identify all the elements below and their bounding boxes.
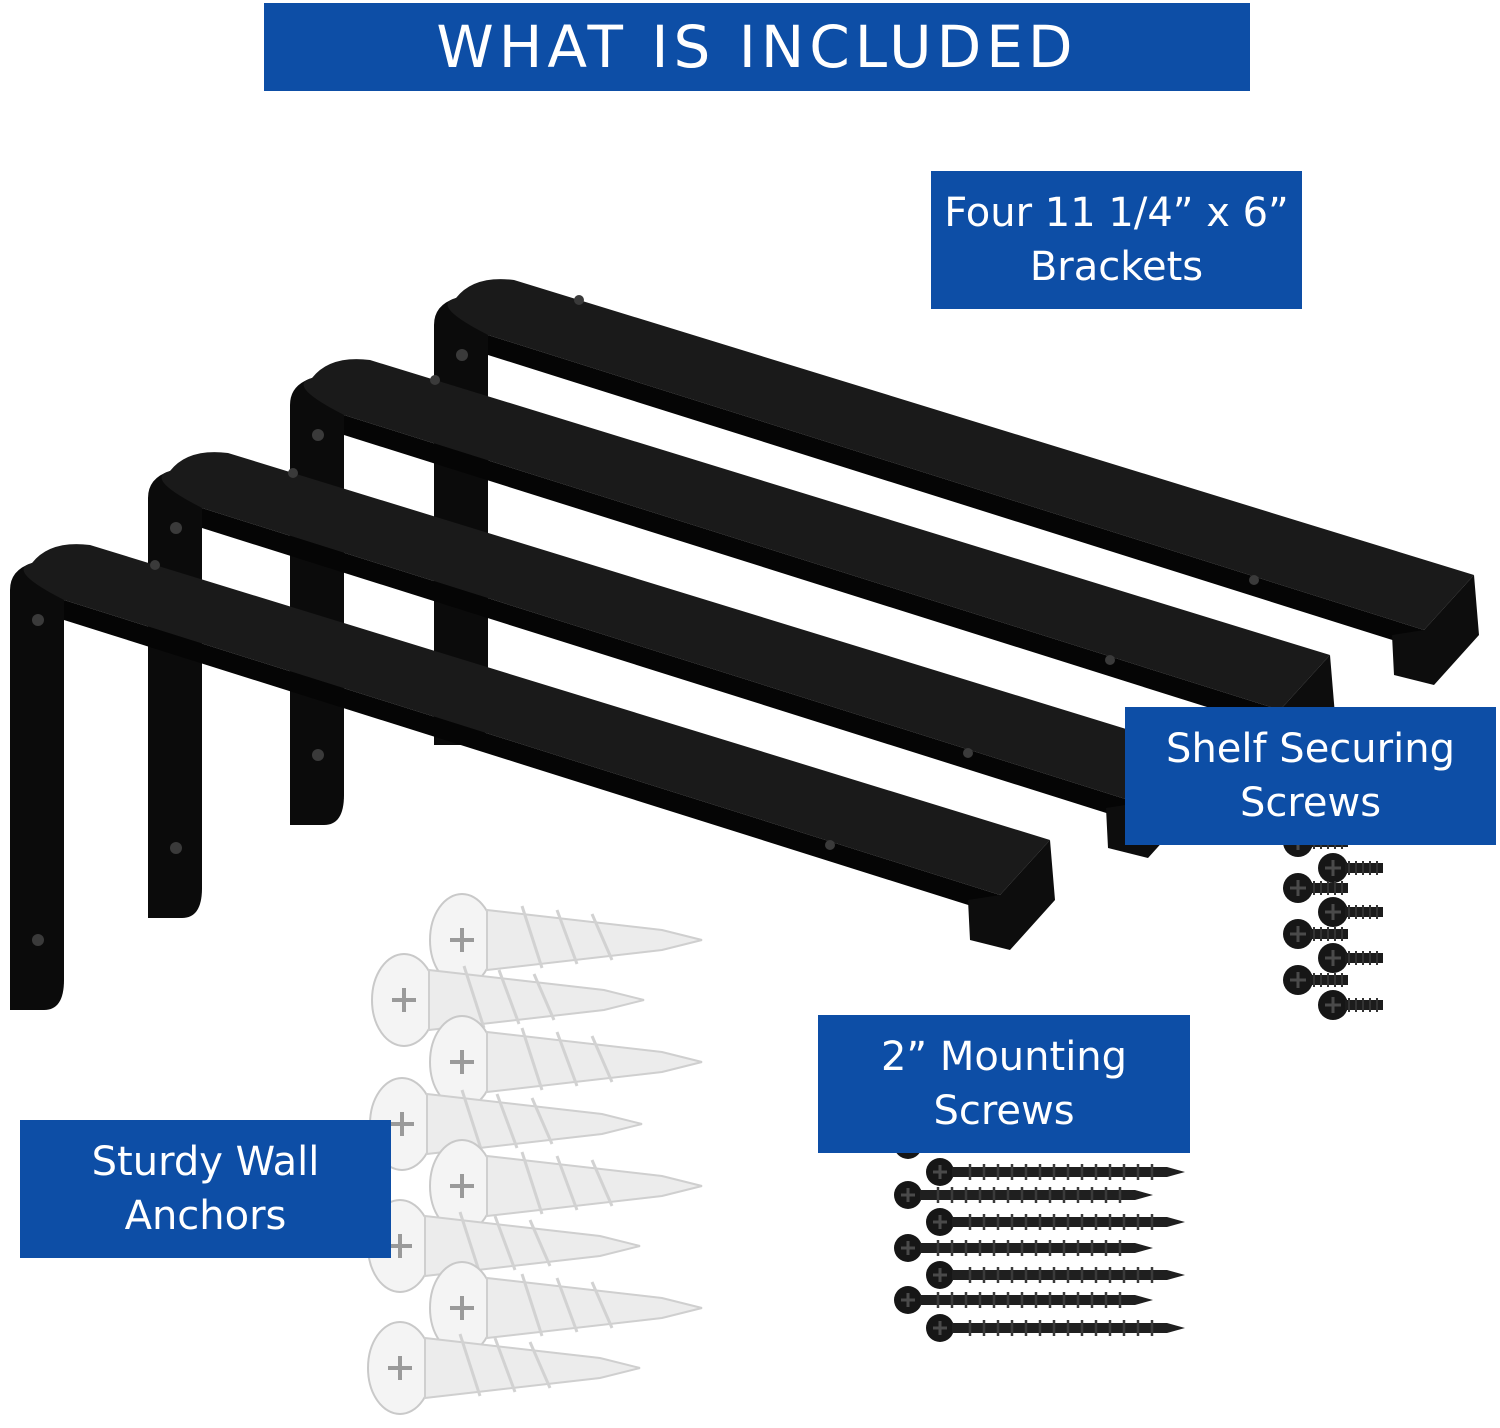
shelf-securing-screws (1281, 825, 1385, 1022)
shelf-screws-label-line1: Shelf Securing (1166, 726, 1455, 772)
brackets-label-line2: Brackets (1029, 244, 1204, 290)
anchors-label-line2: Anchors (124, 1193, 287, 1239)
mounting-screws-label-line2: Screws (933, 1088, 1075, 1134)
mounting-screws-label-line1: 2” Mounting (880, 1034, 1128, 1080)
brackets-label: Four 11 1/4” x 6” Brackets (931, 171, 1302, 309)
page-title: WHAT IS INCLUDED (436, 13, 1078, 81)
anchors-label-line1: Sturdy Wall (91, 1139, 320, 1185)
shelf-screws-label-line2: Screws (1239, 780, 1382, 826)
wall-anchors (366, 892, 704, 1416)
shelf-screws-label: Shelf Securing Screws (1125, 707, 1496, 845)
mounting-screws (892, 1129, 1187, 1344)
page-title-banner: WHAT IS INCLUDED (264, 3, 1250, 91)
anchors-label: Sturdy Wall Anchors (20, 1120, 391, 1258)
mounting-screws-label: 2” Mounting Screws (818, 1015, 1190, 1153)
brackets-label-line1: Four 11 1/4” x 6” (944, 190, 1289, 236)
